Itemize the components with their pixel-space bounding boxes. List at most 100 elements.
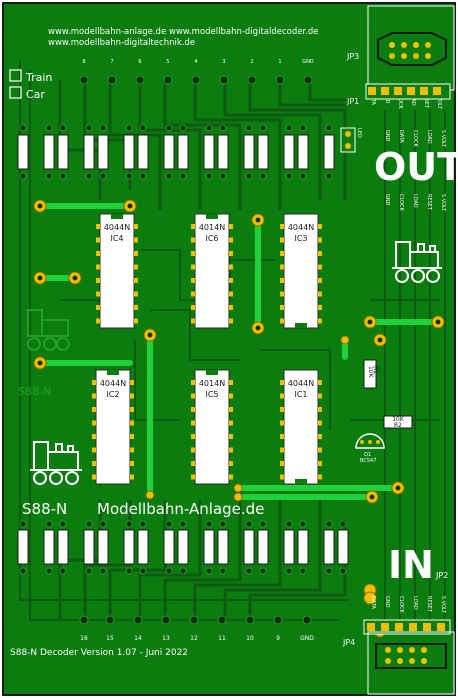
passive-component	[283, 134, 295, 170]
url-line-2: www.modellbahn-digitaltechnik.de	[48, 38, 195, 48]
chip-pin	[229, 407, 233, 412]
passive-component	[243, 529, 255, 565]
chip-pin	[280, 407, 284, 412]
header-pin	[247, 75, 257, 85]
chip-pin	[191, 305, 195, 310]
top-pin-label-2: 2	[250, 59, 253, 65]
chip-pin	[191, 407, 195, 412]
bottom-pin-label-14: 14	[134, 635, 142, 642]
component-lead	[245, 124, 253, 132]
version-text: S88-N Decoder Version 1.07 - Juni 2022	[10, 648, 188, 658]
component-lead	[259, 124, 267, 132]
mirrored-logo-text: S88-N	[18, 385, 51, 398]
chip-pin	[92, 380, 96, 385]
chip-pin	[130, 447, 134, 453]
svg-text:S88-N: S88-N	[18, 385, 51, 398]
passive-component	[137, 529, 149, 565]
component-lead	[299, 124, 307, 132]
component-lead	[179, 172, 187, 180]
car-checkbox[interactable]	[9, 86, 22, 99]
chip-pin	[318, 278, 322, 283]
header-pin	[303, 75, 313, 85]
component-lead	[19, 520, 27, 528]
header-pin	[273, 615, 283, 625]
title-right: Modellbahn-Anlage.de	[97, 500, 264, 518]
svg-text:DATA: DATA	[398, 130, 404, 143]
bottom-pin-label-16: 16	[80, 635, 88, 642]
svg-text:DATA: DATA	[370, 596, 376, 609]
chip-pin	[229, 447, 233, 453]
bottom-pin-label-9: 9	[276, 635, 280, 642]
svg-text:CLOCK: CLOCK	[397, 92, 403, 110]
chip-pin	[134, 305, 138, 310]
chip-pin	[130, 461, 134, 466]
component-lead	[259, 567, 267, 575]
chip-pin	[92, 434, 96, 439]
chip-pin	[318, 420, 322, 426]
ic1-ref-label: IC1	[294, 390, 307, 399]
chip-pin	[280, 393, 284, 399]
ic5-ref-label: IC5	[205, 390, 218, 399]
component-lead	[59, 172, 67, 180]
header-pin	[105, 615, 115, 625]
jp1-header	[365, 83, 451, 100]
passive-component	[163, 529, 175, 565]
chip-pin	[280, 264, 284, 270]
chip-pin	[229, 291, 233, 297]
train-logo-icon	[30, 441, 82, 485]
component-lead	[139, 172, 147, 180]
ic5-chip	[194, 369, 230, 485]
component-lead	[19, 567, 27, 575]
chip-pin	[130, 393, 134, 399]
component-lead	[45, 520, 53, 528]
component-lead	[99, 124, 107, 132]
led-component	[340, 127, 356, 153]
bottom-pin-header	[79, 615, 312, 625]
component-lead	[59, 124, 67, 132]
chip-pin	[229, 461, 233, 466]
chip-pin	[96, 264, 100, 270]
header-pin	[163, 75, 173, 85]
passive-component	[243, 134, 255, 170]
passive-component	[217, 529, 229, 565]
component-lead	[285, 172, 293, 180]
chip-pin	[318, 447, 322, 453]
chip-pin	[280, 224, 284, 229]
svg-text:RESET: RESET	[423, 92, 429, 109]
svg-text:GND: GND	[384, 596, 390, 608]
top-pin-label-5: 5	[166, 59, 169, 65]
top-pin-label-3: 3	[222, 59, 225, 65]
train-checkbox[interactable]	[9, 69, 22, 82]
chip-pin	[229, 237, 233, 243]
chip-pin	[96, 278, 100, 283]
component-lead	[165, 567, 173, 575]
chip-pin	[229, 434, 233, 439]
top-pin-label-gnd: GND	[302, 59, 314, 65]
chip-pin	[318, 224, 322, 229]
chip-pin	[191, 291, 195, 297]
chip-pin	[134, 291, 138, 297]
chip-pin	[96, 291, 100, 297]
bottom-pin-label-15: 15	[106, 635, 114, 642]
component-lead	[259, 172, 267, 180]
ic6-ref-label: IC6	[205, 234, 218, 243]
chip-pin	[191, 393, 195, 399]
ic3-part-label: 4044N	[288, 223, 314, 232]
solder-pads	[33, 199, 445, 638]
chip-pin	[280, 380, 284, 385]
passive-component	[43, 134, 55, 170]
component-lead	[125, 124, 133, 132]
component-lead	[259, 520, 267, 528]
chip-pin	[191, 420, 195, 426]
ic1-part-label: 4044N	[288, 379, 314, 388]
jp2-header	[363, 619, 451, 635]
component-lead	[179, 567, 187, 575]
chip-pin	[229, 264, 233, 270]
component-lead	[125, 172, 133, 180]
chip-pin	[229, 474, 233, 480]
r2-resistor	[383, 415, 413, 429]
header-pin	[191, 75, 201, 85]
component-lead	[285, 520, 293, 528]
chip-pin	[229, 393, 233, 399]
svg-text:LOAD: LOAD	[426, 130, 432, 144]
